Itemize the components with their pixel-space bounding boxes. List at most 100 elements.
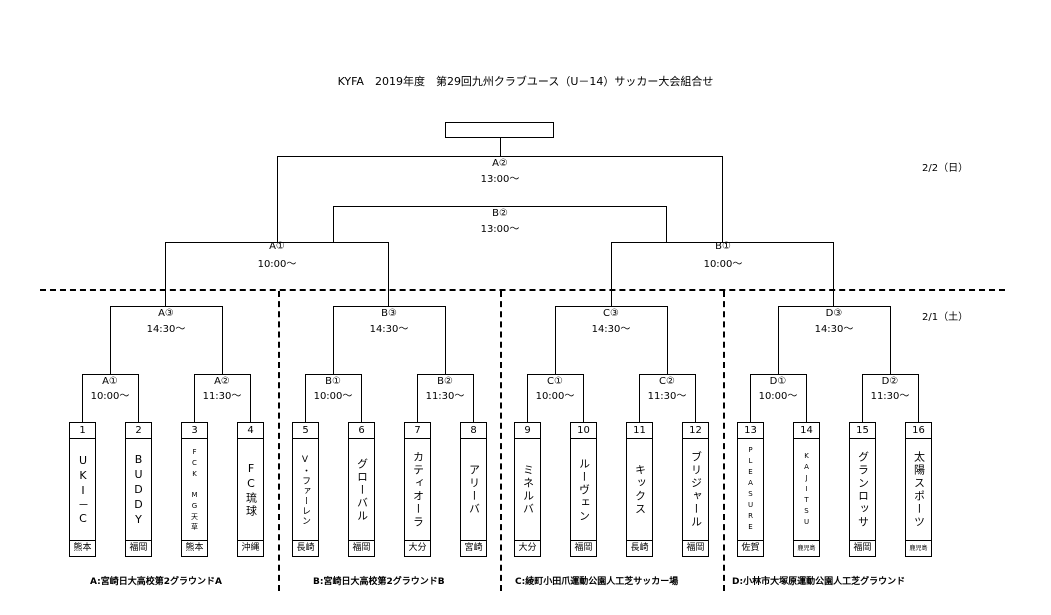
group-b-m1-leg2 <box>361 374 362 422</box>
team-number: 10 <box>571 423 596 439</box>
semi-right-leg2 <box>833 242 834 306</box>
group-c-final-time: 14:30～ <box>591 324 631 335</box>
team-number: 7 <box>405 423 430 439</box>
team-name: キックス <box>633 464 647 516</box>
team-prefecture: 福岡 <box>349 540 374 556</box>
group-c-m1-bar <box>527 374 583 375</box>
group-d-m1-bar <box>750 374 806 375</box>
group-c-m2-leg2 <box>695 374 696 422</box>
semi-left-leg2 <box>388 242 389 306</box>
group-d-m1-leg1 <box>750 374 751 422</box>
third-match-label: B② <box>492 208 508 219</box>
group-c-final-bar <box>555 306 667 307</box>
group-d-m2-leg1 <box>862 374 863 422</box>
team-number: 16 <box>906 423 931 439</box>
semi-left-label: A① <box>269 241 285 252</box>
team-name: カティオーラ <box>411 451 425 529</box>
group-divider-2 <box>500 291 502 591</box>
final-stem <box>500 138 501 156</box>
team-prefecture: 沖縄 <box>238 540 263 556</box>
group-d-final-time: 14:30～ <box>814 324 854 335</box>
group-a-final-bar <box>110 306 222 307</box>
group-divider-3 <box>723 291 725 591</box>
team-number: 6 <box>349 423 374 439</box>
group-b-m1-leg1 <box>305 374 306 422</box>
semi-right-leg1 <box>611 242 612 306</box>
group-c-m1-leg2 <box>583 374 584 422</box>
team-name: UKI－C <box>76 453 90 527</box>
team-prefecture: 鹿児島 <box>906 540 931 556</box>
group-d-m2-time: 11:30～ <box>870 391 910 402</box>
third-left-leg <box>333 206 334 242</box>
group-b-m2-leg1 <box>417 374 418 422</box>
team-name: V・ファーレン <box>300 454 310 526</box>
team-prefecture: 鹿児島 <box>794 540 819 556</box>
semi-right-bar <box>611 242 833 243</box>
team-prefecture: 宮崎 <box>461 540 486 556</box>
group-d-m1-time: 10:00～ <box>758 391 798 402</box>
team-name: グランロッサ <box>856 451 870 529</box>
team-prefecture: 大分 <box>405 540 430 556</box>
team-number: 1 <box>70 423 95 439</box>
third-right-leg <box>666 206 667 242</box>
semi-right-label: B① <box>715 241 731 252</box>
final-match-label: A② <box>492 158 508 169</box>
final-right-leg <box>722 156 723 242</box>
group-a-m2-leg2 <box>250 374 251 422</box>
group-a-m1-label: A① <box>102 376 118 387</box>
group-a-m1-leg2 <box>138 374 139 422</box>
group-b-m1-time: 10:00～ <box>313 391 353 402</box>
team-number: 14 <box>794 423 819 439</box>
team-name: ミネルバ <box>521 464 535 516</box>
team-prefecture: 大分 <box>515 540 540 556</box>
group-b-m1-bar <box>305 374 361 375</box>
group-c-final-leg2 <box>667 306 668 374</box>
final-left-leg <box>277 156 278 242</box>
team-number: 11 <box>627 423 652 439</box>
semi-left-time: 10:00～ <box>257 259 297 270</box>
group-b-venue: B:宮崎日大高校第2グラウンドB <box>313 577 445 587</box>
date-day1: 2/1（土） <box>922 312 969 323</box>
third-bar <box>333 206 666 207</box>
group-c-final-leg1 <box>555 306 556 374</box>
semi-right-time: 10:00～ <box>703 259 743 270</box>
team-name: FC琉球 <box>244 462 258 518</box>
group-d-final-label: D③ <box>825 308 843 319</box>
group-a-m1-time: 10:00～ <box>90 391 130 402</box>
team-name: KAJITSU <box>802 451 811 529</box>
team-box: 7 カティオーラ大分 <box>404 422 431 557</box>
team-prefecture: 福岡 <box>683 540 708 556</box>
team-name: グローバル <box>355 457 369 523</box>
group-c-m1-leg1 <box>527 374 528 422</box>
team-prefecture: 佐賀 <box>738 540 763 556</box>
group-b-final-leg1 <box>333 306 334 374</box>
group-b-final-bar <box>333 306 445 307</box>
group-b-m2-label: B② <box>437 376 453 387</box>
team-name: BUDDY <box>132 452 145 528</box>
group-a-m2-leg1 <box>194 374 195 422</box>
team-number: 2 <box>126 423 151 439</box>
final-match-time: 13:00～ <box>480 174 520 185</box>
group-b-final-label: B③ <box>381 308 397 319</box>
team-prefecture: 福岡 <box>571 540 596 556</box>
team-prefecture: 熊本 <box>70 540 95 556</box>
group-a-final-leg1 <box>110 306 111 374</box>
team-number: 12 <box>683 423 708 439</box>
group-a-final-leg2 <box>222 306 223 374</box>
day-divider <box>40 289 1005 291</box>
team-prefecture: 福岡 <box>850 540 875 556</box>
group-c-m2-label: C② <box>659 376 675 387</box>
group-a-m2-label: A② <box>214 376 230 387</box>
group-a-final-label: A③ <box>158 308 174 319</box>
group-c-m2-time: 11:30～ <box>647 391 687 402</box>
group-a-m1-leg1 <box>82 374 83 422</box>
group-d-final-leg2 <box>890 306 891 374</box>
team-name: PLEASURE <box>746 446 755 534</box>
group-c-m2-bar <box>639 374 695 375</box>
